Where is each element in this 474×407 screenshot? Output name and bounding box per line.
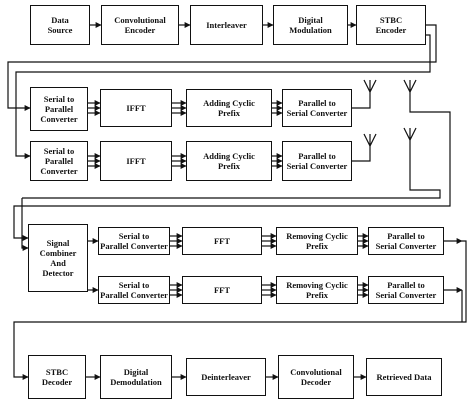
tx1-antenna-feed: [352, 92, 371, 109]
stbc-encoder-block: STBC Encoder: [356, 5, 426, 45]
signal-combiner-detector-block: Signal Combiner And Detector: [28, 224, 88, 292]
fft-2-block: FFT: [182, 276, 262, 304]
parallel-to-serial-rx2-block: Parallel to Serial Converter: [368, 276, 444, 304]
convolutional-decoder-block: Convolutional Decoder: [278, 355, 354, 399]
deinterleaver-block: Deinterleaver: [186, 358, 266, 396]
ifft-1-block: IFFT: [100, 89, 172, 127]
tx2-antenna-feed: [352, 146, 371, 162]
arrow-stbc-tx2: [15, 34, 431, 159]
arrow-stbc-tx1: [7, 24, 437, 111]
arrow-to-stbc-decoder: [13, 240, 467, 380]
serial-to-parallel-rx2-block: Serial to Parallel Converter: [98, 276, 170, 304]
interleaver-block: Interleaver: [190, 5, 263, 45]
ifft-2-block: IFFT: [100, 141, 172, 181]
serial-to-parallel-tx2-block: Serial to Parallel Converter: [30, 141, 88, 181]
convolutional-encoder-block: Convolutional Encoder: [101, 5, 179, 45]
data-source-block: Data Source: [30, 5, 90, 45]
tx2-antenna-icon: [363, 133, 377, 148]
rx2-antenna-icon: [403, 127, 417, 142]
serial-to-parallel-rx1-block: Serial to Parallel Converter: [98, 227, 170, 255]
adding-cyclic-prefix-2-block: Adding Cyclic Prefix: [186, 141, 272, 181]
removing-cyclic-prefix-1-block: Removing Cyclic Prefix: [276, 227, 358, 255]
rx2-to-combiner: [21, 198, 29, 251]
removing-cyclic-prefix-2-block: Removing Cyclic Prefix: [276, 276, 358, 304]
serial-to-parallel-tx1-block: Serial to Parallel Converter: [30, 87, 88, 131]
adding-cyclic-prefix-1-block: Adding Cyclic Prefix: [186, 89, 272, 127]
retrieved-data-block: Retrieved Data: [366, 358, 442, 396]
stbc-decoder-block: STBC Decoder: [28, 355, 86, 399]
rx1-antenna-icon: [403, 79, 417, 94]
digital-demodulation-block: Digital Demodulation: [100, 355, 172, 399]
parallel-to-serial-tx1-block: Parallel to Serial Converter: [282, 89, 352, 127]
rx1-to-combiner: [13, 92, 451, 241]
digital-modulation-block: Digital Modulation: [273, 5, 348, 45]
parallel-to-serial-tx2-block: Parallel to Serial Converter: [282, 141, 352, 181]
tx1-antenna-icon: [363, 79, 377, 94]
rx2-route-a: [22, 140, 441, 199]
fft-1-block: FFT: [182, 227, 262, 255]
parallel-to-serial-rx1-block: Parallel to Serial Converter: [368, 227, 444, 255]
